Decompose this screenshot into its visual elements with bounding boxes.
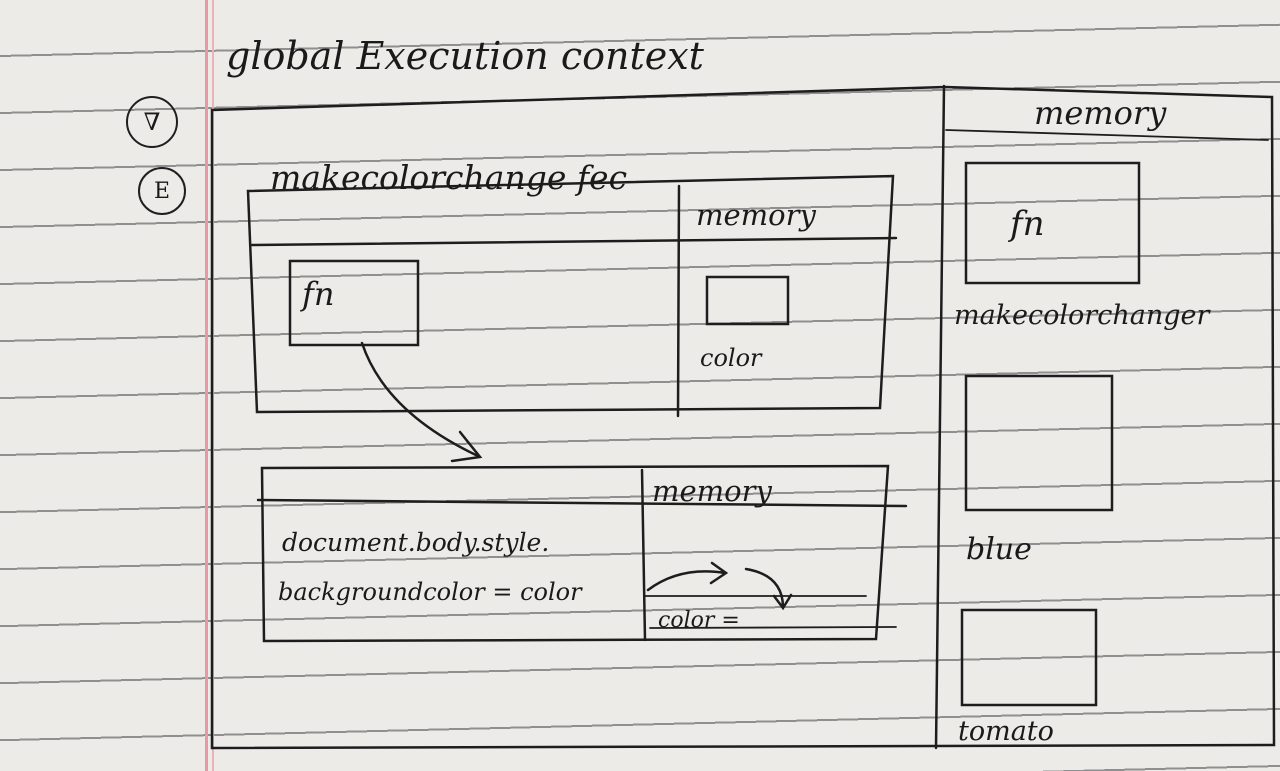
margin-line — [205, 0, 208, 771]
global-slot-box-2 — [964, 374, 1114, 512]
inner-context-frame — [260, 464, 890, 643]
assign-arrow-head — [709, 561, 729, 585]
global-slot-box-1 — [964, 161, 1141, 285]
inner-memory-var: color = — [658, 608, 740, 633]
function-context-divider — [250, 236, 898, 247]
inner-memory-line-2 — [649, 626, 897, 629]
function-context-title: makecolorchange fec — [270, 158, 628, 197]
function-memory-divider — [676, 184, 681, 418]
assign-arrow-head-2 — [772, 593, 793, 611]
assign-arrow-2 — [744, 567, 785, 608]
global-slot-box-3 — [960, 608, 1098, 707]
global-memory-underline — [945, 129, 1269, 141]
assign-arrow — [646, 570, 727, 592]
call-arrow — [360, 341, 480, 458]
global-context-frame — [210, 85, 1276, 750]
function-code-box-value: fn — [302, 275, 335, 313]
call-arrow-head — [450, 430, 483, 463]
margin-circle-e: E — [138, 167, 186, 215]
function-context-frame — [246, 174, 895, 414]
inner-code-line-2: backgroundcolor = color — [278, 578, 582, 606]
inner-context-divider — [256, 498, 908, 508]
function-memory-var: color — [700, 344, 762, 372]
page-title: global Execution context — [226, 34, 704, 78]
global-slot-value-1: fn — [1010, 204, 1045, 244]
margin-circle-nabla: ∇ — [126, 96, 178, 148]
function-memory-header: memory — [696, 198, 816, 232]
function-memory-box — [705, 275, 790, 326]
global-slot-label-2: blue — [966, 532, 1032, 567]
function-code-box — [288, 259, 420, 347]
inner-memory-divider — [640, 468, 647, 642]
inner-memory-header: memory — [652, 474, 772, 508]
inner-code-line-1: document.body.style. — [282, 528, 550, 557]
global-memory-divider — [934, 84, 946, 750]
global-slot-label-3: tomato — [958, 716, 1054, 747]
global-slot-label-1: makecolorchanger — [954, 300, 1210, 331]
global-memory-header: memory — [1034, 94, 1167, 132]
